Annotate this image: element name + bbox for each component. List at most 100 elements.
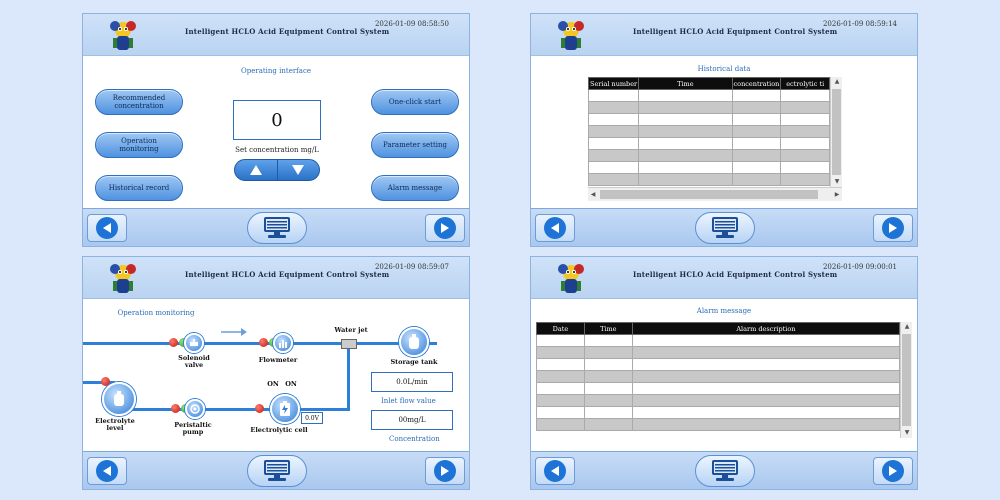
table-row[interactable] [536,394,901,407]
vertical-scrollbar[interactable]: ▲ ▼ [900,322,912,438]
forward-button[interactable] [873,457,913,485]
home-button[interactable] [247,212,307,244]
right-arrow-icon [441,466,449,476]
valve-icon [190,339,198,346]
forward-button[interactable] [425,457,465,485]
table-row[interactable] [587,161,830,174]
scroll-left-icon[interactable]: ◀ [590,191,596,198]
alarm-message-button[interactable]: Alarm message [371,175,459,201]
horizontal-scrollbar[interactable]: ◀ ▶ [588,187,842,201]
decrease-button[interactable] [278,160,320,180]
peristaltic-pump[interactable] [185,399,205,419]
table-row[interactable] [587,149,830,162]
scroll-thumb[interactable] [902,334,911,426]
alarm-screen: Intelligent HCLO Acid Equipment Control … [530,256,918,490]
one-click-start-button[interactable]: One-click start [371,89,459,115]
table-row[interactable] [536,370,901,383]
monitor-icon [264,460,290,481]
header: Intelligent HCLO Acid Equipment Control … [83,14,469,56]
home-button[interactable] [247,455,307,487]
home-button[interactable] [695,455,755,487]
flowmeter[interactable] [273,333,293,353]
concentration-stepper [234,159,320,181]
flowmeter-label: Flowmeter [258,356,298,364]
down-triangle-icon [292,165,305,175]
back-button[interactable] [87,214,127,242]
scroll-down-icon[interactable]: ▼ [904,429,910,436]
vertical-scrollbar[interactable]: ▲ ▼ [830,77,842,187]
scroll-right-icon[interactable]: ▶ [834,191,840,198]
peristaltic-pump-label: Peristaltic pump [174,421,212,436]
right-arrow-icon [889,466,897,476]
forward-button[interactable] [873,214,913,242]
electrolyte-level-label: Electrolyte level [95,417,135,432]
alarm-table: Date Time Alarm description [536,322,901,431]
monitor-icon [712,217,738,238]
column-header[interactable]: Time [638,77,733,90]
table-row[interactable] [587,113,830,126]
column-header[interactable]: Time [583,322,633,335]
water-jet-label: Water jet [334,326,368,334]
table-row[interactable] [587,125,830,138]
column-header[interactable]: Serial number [587,77,640,90]
solenoid-valve[interactable] [184,333,204,353]
back-button[interactable] [535,214,575,242]
scroll-up-icon[interactable]: ▲ [904,323,910,330]
table-row[interactable] [536,418,901,431]
mascot-logo-icon [110,264,136,293]
recommended-concentration-button[interactable]: Recommended concentration [95,89,183,115]
tank-icon [114,391,124,406]
back-button[interactable] [87,457,127,485]
table-row[interactable] [587,101,830,114]
scroll-down-icon[interactable]: ▼ [834,178,840,185]
table-row[interactable] [536,358,901,371]
footer-nav [83,208,469,246]
battery-icon [280,401,290,416]
flowmeter-status-red [259,338,268,347]
historical-record-button[interactable]: Historical record [95,175,183,201]
voltage-display: 0.0V [301,412,323,424]
bar-chart-icon [279,340,287,348]
back-button[interactable] [535,457,575,485]
system-title: Intelligent HCLO Acid Equipment Control … [185,27,390,36]
home-button[interactable] [695,212,755,244]
pump-icon [190,404,200,414]
electrolyte-level[interactable] [102,382,136,416]
forward-button[interactable] [425,214,465,242]
pipe [347,342,350,411]
scroll-thumb[interactable] [832,89,841,175]
up-triangle-icon [249,165,262,175]
scroll-up-icon[interactable]: ▲ [834,78,840,85]
mascot-logo-icon [558,264,584,293]
scroll-thumb[interactable] [600,190,818,199]
concentration-display[interactable]: 0 [233,100,321,140]
datetime: 2026-01-09 08:59:14 [822,20,897,28]
system-title: Intelligent HCLO Acid Equipment Control … [185,270,390,279]
table-row[interactable] [536,346,901,359]
storage-tank[interactable] [399,327,429,357]
table-row[interactable] [587,89,830,102]
screen-title: Operation monitoring [117,309,195,317]
left-arrow-icon [551,466,559,476]
status-on-label-1: ON [267,380,279,388]
table-row[interactable] [536,382,901,395]
set-concentration-label: Set concentration mg/L [235,146,319,154]
operating-screen: Intelligent HCLO Acid Equipment Control … [82,13,470,247]
column-header[interactable]: concentration [731,77,782,90]
increase-button[interactable] [235,160,278,180]
table-row[interactable] [536,334,901,347]
tank-icon [409,334,419,349]
monitoring-screen: Intelligent HCLO Acid Equipment Control … [82,256,470,490]
electrolytic-cell[interactable] [270,394,300,424]
table-row[interactable] [536,406,901,419]
operation-monitoring-button[interactable]: Operation monitoring [95,132,183,158]
table-row[interactable] [587,137,830,150]
mascot-logo-icon [558,21,584,50]
footer-nav [531,208,917,246]
column-header[interactable]: ectrolytic ti [780,77,830,90]
system-title: Intelligent HCLO Acid Equipment Control … [633,27,838,36]
parameter-setting-button[interactable]: Parameter setting [371,132,459,158]
column-header[interactable]: Alarm description [631,322,901,335]
column-header[interactable]: Date [536,322,585,335]
table-row[interactable] [587,173,830,186]
